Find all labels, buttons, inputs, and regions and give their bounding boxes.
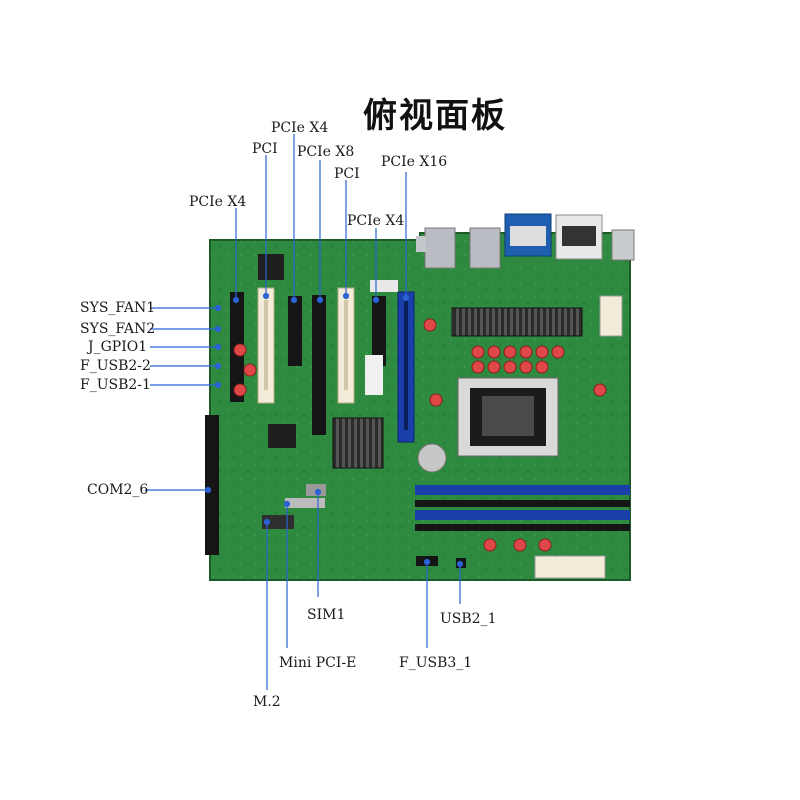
dimm-slots (415, 485, 630, 531)
label-pcie-x4-b: PCIe X4 (271, 120, 329, 136)
super-io-chip (268, 424, 296, 448)
cpu-socket (457, 377, 559, 457)
label-f-usb2-2: F_USB2-2 (80, 358, 151, 374)
m2-slot (262, 515, 294, 529)
vrm-heatsink (451, 307, 583, 337)
slot-pcie-x8 (312, 295, 326, 435)
label-pci-a: PCI (252, 141, 278, 157)
slot-pcie-x4-b (288, 296, 302, 366)
spec-sticker (365, 355, 383, 395)
label-pci-b: PCI (334, 166, 360, 182)
label-com2-6: COM2_6 (87, 482, 149, 498)
label-sys-fan1: SYS_FAN1 (80, 300, 156, 316)
rear-io-panel (416, 213, 635, 269)
com-headers (205, 415, 219, 555)
label-sticker (370, 280, 398, 292)
label-j-gpio1: J_GPIO1 (88, 339, 148, 355)
label-pcie-x8: PCIe X8 (297, 144, 355, 160)
mini-pcie-slot (285, 498, 325, 508)
label-f-usb2-1: F_USB2-1 (80, 377, 151, 393)
label-sim1: SIM1 (307, 607, 346, 623)
atx-power-connector (534, 555, 606, 579)
label-sys-fan2: SYS_FAN2 (80, 321, 156, 337)
expansion-slots (230, 287, 415, 443)
label-usb2-1: USB2_1 (440, 611, 497, 627)
chipset-heatsink (332, 417, 384, 469)
label-m2: M.2 (253, 694, 281, 710)
label-pcie-x4-c: PCIe X4 (347, 213, 405, 229)
label-pcie-x16: PCIe X16 (381, 154, 448, 170)
cpu-power-connector (599, 295, 623, 337)
capacitors (233, 318, 607, 552)
cmos-battery (417, 443, 447, 473)
leader-lines (145, 134, 464, 690)
label-pcie-x4-a: PCIe X4 (189, 194, 247, 210)
label-f-usb3-1: F_USB3_1 (399, 655, 473, 671)
label-mini-pcie: Mini PCI-E (279, 655, 357, 671)
slot-pcie-x4-c (372, 296, 386, 366)
io-chip (258, 254, 284, 280)
page-title: 俯视面板 (363, 96, 507, 136)
